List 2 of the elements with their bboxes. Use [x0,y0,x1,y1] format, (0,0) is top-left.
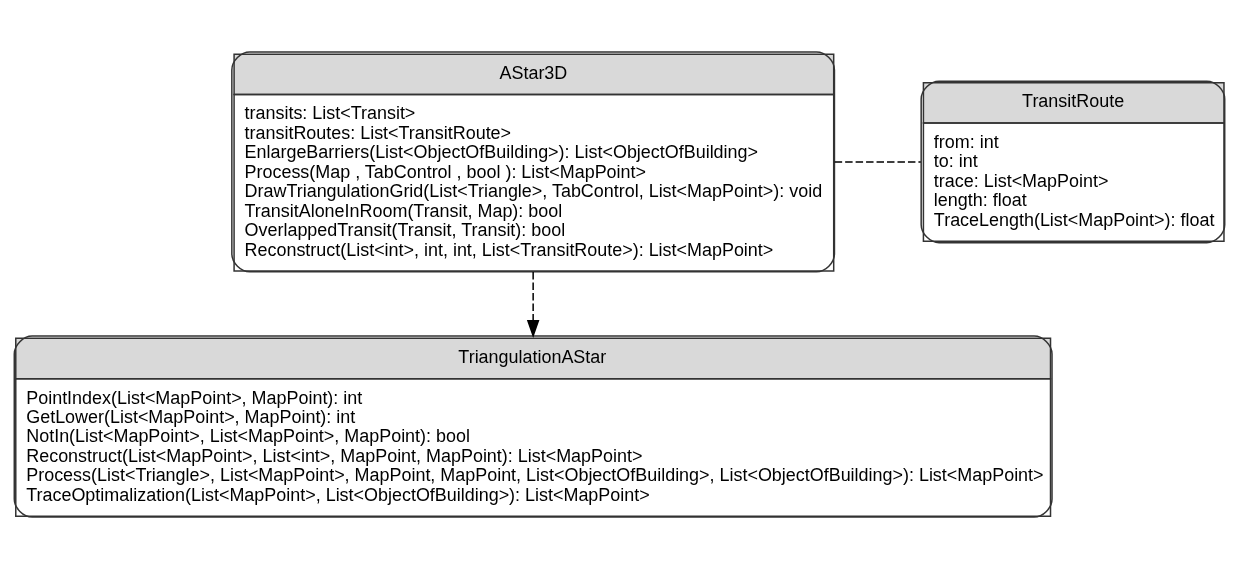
arrow [526,271,540,339]
connector [833,161,922,163]
